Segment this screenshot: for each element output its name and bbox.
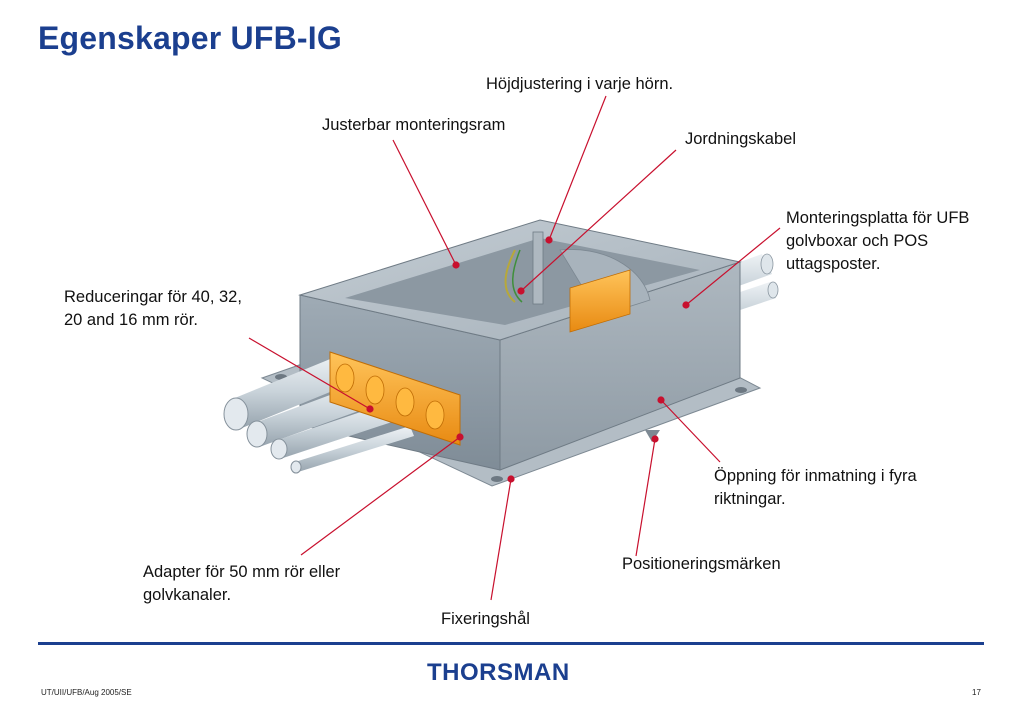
reducers — [329, 351, 461, 446]
page-number: 17 — [972, 688, 981, 697]
label-opening: Öppning för inmatning i fyra riktningar. — [714, 465, 917, 511]
label-adapter-line2: golvkanaler. — [143, 586, 232, 604]
callout-lines — [248, 95, 781, 601]
label-reducers-line2: 20 and 16 mm rör. — [64, 311, 198, 329]
document-reference: UT/UII/UFB/Aug 2005/SE — [41, 688, 132, 697]
label-adapter-line1: Adapter för 50 mm rör eller — [143, 563, 341, 581]
slide-title: Egenskaper UFB-IG — [38, 20, 342, 56]
label-mounting-frame: Justerbar monteringsram — [322, 116, 506, 134]
label-reducers: Reduceringar för 40, 32, 20 and 16 mm rö… — [64, 286, 242, 332]
label-fixing-holes: Fixeringshål — [441, 610, 530, 628]
label-adapter: Adapter för 50 mm rör eller golvkanaler. — [143, 561, 340, 607]
thorsman-logo: THORSMAN — [427, 659, 570, 686]
label-mounting-plate: Monteringsplatta för UFB golvboxar och P… — [786, 207, 969, 276]
label-reducers-line1: Reduceringar för 40, 32, — [64, 288, 242, 306]
callout-dots — [366, 236, 690, 483]
label-height-adjust: Höjdjustering i varje hörn. — [486, 75, 674, 93]
footer-divider — [38, 642, 984, 645]
label-mounting-plate-line2: golvboxar och POS — [786, 232, 929, 250]
label-mounting-plate-line3: uttagsposter. — [786, 255, 881, 273]
label-opening-line2: riktningar. — [714, 490, 786, 508]
label-earth-cable: Jordningskabel — [685, 130, 796, 148]
label-positioning-marks: Positioneringsmärken — [622, 555, 781, 573]
label-mounting-plate-line1: Monteringsplatta för UFB — [786, 209, 970, 227]
label-opening-line1: Öppning för inmatning i fyra — [714, 467, 917, 485]
